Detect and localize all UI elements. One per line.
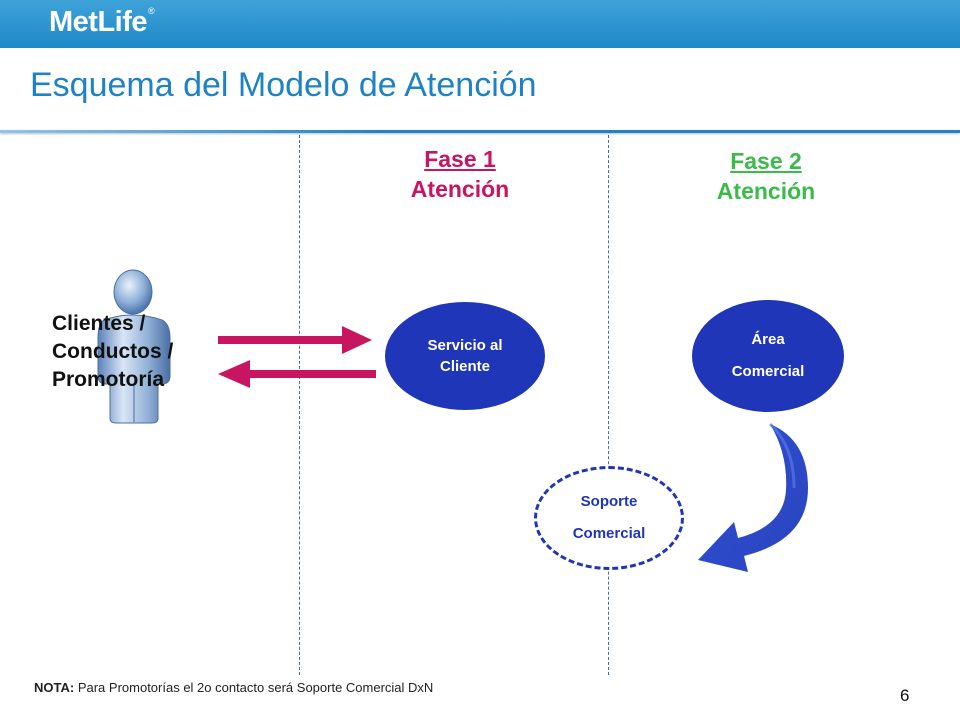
phase-2-subtitle: Atención xyxy=(716,178,816,204)
phase-divider-2 xyxy=(608,135,609,675)
title-underline xyxy=(0,130,960,133)
servicio-line-2: Cliente xyxy=(439,358,490,375)
phase-divider-1 xyxy=(299,135,300,675)
soporte-line-2: Comercial xyxy=(572,525,646,542)
person-icon xyxy=(97,269,171,424)
area-line-2: Comercial xyxy=(731,363,805,380)
metlife-logo: MetLife® xyxy=(49,6,155,38)
page-title: Esquema del Modelo de Atención xyxy=(30,66,537,104)
soporte-line-1: Soporte xyxy=(580,493,638,510)
curved-arrow-icon xyxy=(698,422,808,572)
actor-label: Clientes / Conductos / Promotoría xyxy=(52,312,174,391)
note-label: NOTA: xyxy=(34,680,75,695)
servicio-line-1: Servicio al xyxy=(427,337,503,354)
arrow-left-icon xyxy=(218,360,376,388)
header-bar: MetLife® xyxy=(0,0,960,48)
phase-1-title: Fase 1 xyxy=(424,146,496,172)
note-text: Para Promotorías el 2o contacto será Sop… xyxy=(77,680,434,695)
phase-1-heading: Fase 1 Atención xyxy=(380,144,540,204)
bidirectional-arrows xyxy=(218,326,376,388)
arrow-right-icon xyxy=(218,326,372,354)
servicio-cliente-node: Servicio al Cliente xyxy=(385,302,545,410)
footer-note: NOTA: Para Promotorías el 2o contacto se… xyxy=(34,680,433,695)
phase-1-subtitle: Atención xyxy=(410,176,510,202)
area-line-1: Área xyxy=(751,331,785,348)
area-comercial-node: Área Comercial xyxy=(692,300,844,412)
page-number: 6 xyxy=(900,686,910,705)
phase-2-heading: Fase 2 Atención xyxy=(686,146,846,206)
soporte-comercial-node: Soporte Comercial xyxy=(534,466,684,570)
phase-2-title: Fase 2 xyxy=(730,148,802,174)
